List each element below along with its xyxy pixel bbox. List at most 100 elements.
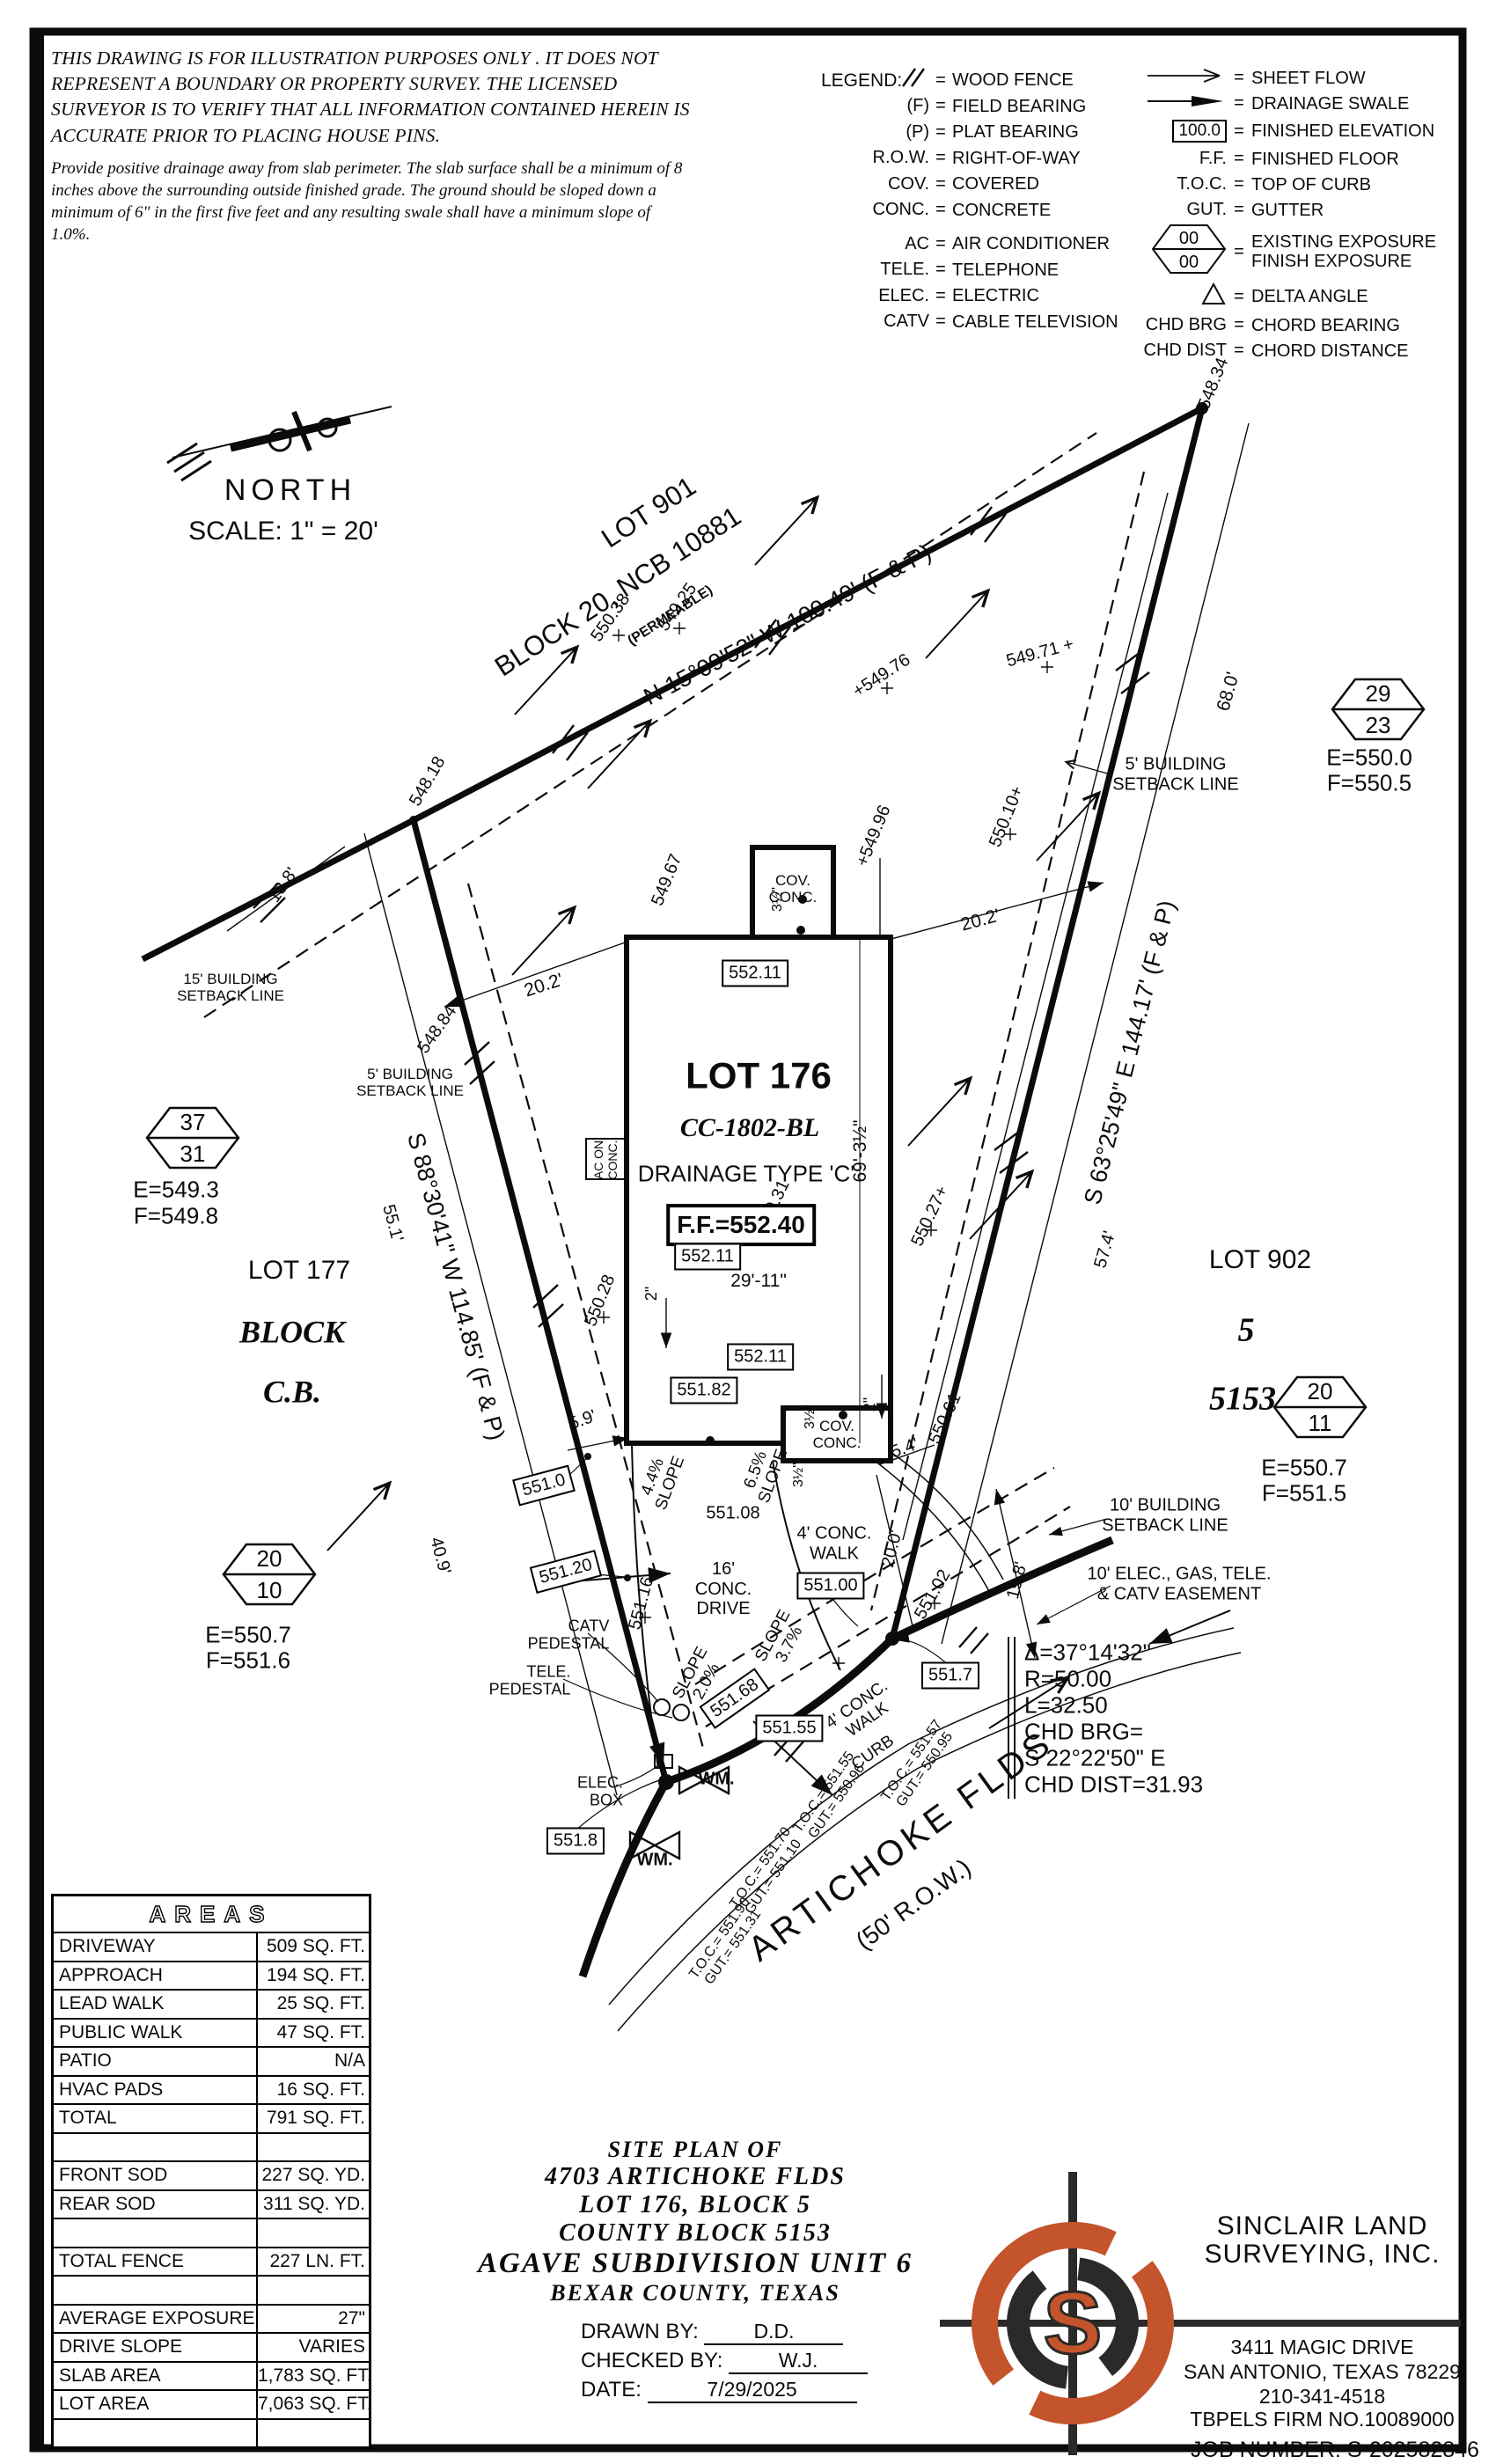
legend-description: CABLE TELEVISION bbox=[952, 312, 1118, 332]
areas-row-label: PUBLIC WALK bbox=[59, 2021, 183, 2042]
legend-equals: = bbox=[935, 312, 946, 332]
legend-description: FINISHED ELEVATION bbox=[1251, 121, 1435, 141]
setback-5-right-label: 5' BUILDING SETBACK LINE bbox=[1112, 754, 1239, 794]
wood-fence-icon bbox=[902, 68, 925, 87]
setback-5-left-label: 5' BUILDING SETBACK LINE bbox=[356, 1065, 464, 1099]
areas-row-label bbox=[54, 2277, 256, 2304]
legend-equals: = bbox=[935, 148, 946, 168]
legend-equals: = bbox=[1234, 121, 1244, 141]
hex-existing-exposure: 29 bbox=[1365, 680, 1391, 707]
legend-equals: = bbox=[1234, 200, 1244, 219]
legend-equals: = bbox=[935, 233, 946, 253]
toc-gut: T.O.C.= 551.55 GUT.= 550.96 bbox=[790, 1749, 869, 1842]
legend-row: CATV=CABLE TELEVISION bbox=[825, 309, 1133, 335]
areas-table-row bbox=[54, 2419, 369, 2446]
lot-177-block: BLOCK bbox=[238, 1314, 346, 1350]
hex-existing-exposure: 37 bbox=[180, 1109, 206, 1135]
legend-equals: = bbox=[935, 70, 946, 90]
areas-table-row bbox=[54, 2277, 369, 2306]
hex-finish-exposure: 23 bbox=[1365, 712, 1391, 738]
curve-chd-brg: S 22°22'50" E bbox=[1024, 1744, 1166, 1771]
title-county-block: COUNTY BLOCK 5153 bbox=[559, 2219, 832, 2247]
legend-description: DRAINAGE SWALE bbox=[1251, 93, 1410, 114]
firm-name-2: SURVEYING, INC. bbox=[1204, 2240, 1441, 2269]
dim: 19.8' bbox=[1002, 1559, 1031, 1602]
legend-description: PLAT BEARING bbox=[952, 122, 1079, 143]
firm-phone: 210-341-4518 bbox=[1258, 2385, 1386, 2408]
bearing-east-line: S 63°25'49" E 144.17' (F & P) bbox=[1079, 898, 1181, 1207]
areas-row-value bbox=[256, 2419, 369, 2446]
areas-row-value: 16 SQ. FT. bbox=[256, 2076, 369, 2103]
legend-description: RIGHT-OF-WAY bbox=[952, 148, 1081, 168]
legend-row: 100.0 = FINISHED ELEVATION bbox=[1135, 116, 1470, 146]
drainage-swale-arrow-icon bbox=[1148, 95, 1223, 106]
water-meter-label: WM. bbox=[636, 1850, 673, 1870]
legend-symbol: 100.0 bbox=[1135, 120, 1227, 143]
spot-elev: +549.76 bbox=[849, 649, 914, 701]
title-subdivision: AGAVE SUBDIVISION UNIT 6 bbox=[478, 2248, 913, 2279]
slope-65: 6.5% SLOPE bbox=[740, 1447, 792, 1506]
svg-text:S: S bbox=[1044, 2274, 1103, 2372]
lot-902-5: 5 bbox=[1237, 1311, 1255, 1349]
areas-table-title: AREAS bbox=[54, 1896, 369, 1933]
legend-symbol bbox=[1135, 282, 1227, 312]
areas-row-label: APPROACH bbox=[59, 1964, 163, 1985]
areas-row-label: HVAC PADS bbox=[59, 2079, 164, 2100]
legend-row: T.O.C.=TOP OF CURB bbox=[1135, 172, 1470, 197]
legend-row: (P)=PLAT BEARING bbox=[825, 120, 1133, 146]
delta-angle-icon bbox=[1201, 282, 1226, 304]
checked-by-label: CHECKED BY: bbox=[581, 2349, 723, 2372]
dim: 5.4' bbox=[888, 1434, 921, 1463]
finished-elevation-box-icon: 100.0 bbox=[1172, 120, 1227, 143]
title-county: BEXAR COUNTY, TEXAS bbox=[550, 2280, 840, 2306]
areas-row-label: PATIO bbox=[59, 2050, 112, 2071]
drawn-by-label: DRAWN BY: bbox=[581, 2320, 699, 2343]
exposure-value: F=551.6 bbox=[205, 1646, 291, 1674]
legend-equals: = bbox=[1234, 174, 1244, 194]
areas-row-value: 227 SQ. YD. bbox=[256, 2162, 369, 2189]
areas-row-value bbox=[256, 2277, 369, 2304]
hex-existing-exposure: 20 bbox=[256, 1545, 282, 1572]
checked-by-value: W.J. bbox=[729, 2349, 869, 2374]
north-arrow-icon bbox=[166, 406, 392, 482]
legend-equals: = bbox=[1234, 149, 1244, 168]
legend-row: GUT.=GUTTER bbox=[1135, 197, 1470, 223]
legend-description: WOOD FENCE bbox=[952, 70, 1074, 90]
legend-description: GUTTER bbox=[1251, 200, 1324, 220]
legend-equals: = bbox=[935, 96, 946, 116]
areas-row-label: FRONT SOD bbox=[59, 2165, 168, 2185]
legend-row: CHD DIST=CHORD DISTANCE bbox=[1135, 338, 1470, 363]
legend-symbol bbox=[1135, 68, 1227, 89]
areas-row-value: 227 LN. FT. bbox=[256, 2248, 369, 2275]
areas-row-value: 25 SQ. FT. bbox=[256, 1991, 369, 2018]
legend-row: CHD BRG=CHORD BEARING bbox=[1135, 312, 1470, 338]
dim: 5.9' bbox=[566, 1405, 599, 1434]
dim: 29'-11" bbox=[730, 1271, 787, 1292]
legend-description: SHEET FLOW bbox=[1251, 68, 1366, 88]
dim: 20.0' bbox=[877, 1528, 906, 1570]
disclaimer-note: THIS DRAWING IS FOR ILLUSTRATION PURPOSE… bbox=[51, 46, 693, 246]
drive-label: 16' CONC. DRIVE bbox=[694, 1559, 752, 1619]
firm-address-2: SAN ANTONIO, TEXAS 78229 bbox=[1184, 2360, 1461, 2383]
lot-177-label: LOT 177 bbox=[247, 1256, 351, 1286]
dim: 55.1' bbox=[378, 1202, 407, 1244]
legend-symbol: CHD DIST bbox=[1143, 341, 1227, 360]
areas-table-row: HVAC PADS 16 SQ. FT. bbox=[54, 2076, 369, 2105]
boxed-elev: 551.8 bbox=[546, 1827, 605, 1855]
easement-label: 10' ELEC., GAS, TELE. & CATV EASEMENT bbox=[1087, 1564, 1272, 1603]
spot-elev: 550.10+ bbox=[985, 782, 1028, 850]
boxed-elev: 551.00 bbox=[796, 1572, 865, 1600]
areas-table-row: FRONT SOD 227 SQ. YD. bbox=[54, 2162, 369, 2191]
exposure-value: E=550.0 bbox=[1326, 744, 1412, 771]
areas-row-label bbox=[54, 2219, 256, 2247]
boxed-elev: 552.11 bbox=[674, 1243, 741, 1271]
cov-conc-bottom: COV. CONC. bbox=[812, 1417, 862, 1451]
